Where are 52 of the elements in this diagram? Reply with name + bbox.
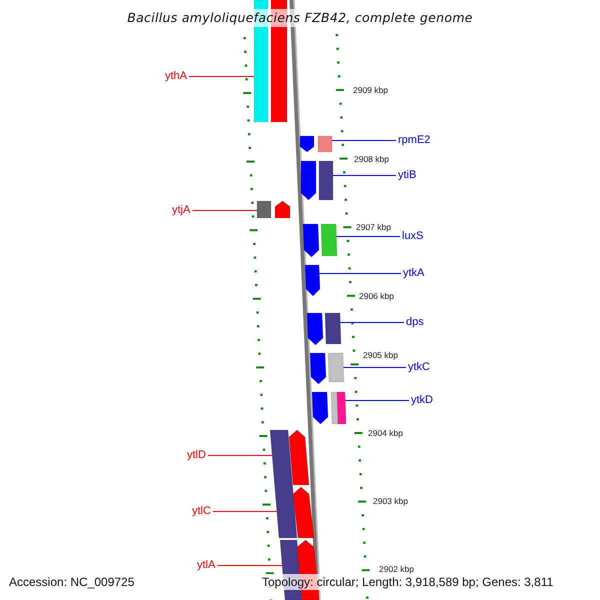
- leader-line: [207, 455, 273, 456]
- position-label: 2906 kbp: [359, 291, 394, 301]
- accession-text: Accession: NC_009725: [9, 574, 134, 590]
- gene-block: [328, 352, 344, 382]
- leader-line: [318, 273, 402, 274]
- gene-label: luxS: [402, 230, 424, 243]
- position-label: 2902 kbp: [379, 564, 414, 574]
- gene-block-pointed: [312, 392, 328, 424]
- gene-label: ytkD: [411, 394, 433, 407]
- gene-label: ytjA: [172, 204, 190, 217]
- leader-line: [216, 565, 283, 566]
- leader-line: [344, 400, 410, 401]
- gene-label: dps: [406, 316, 424, 329]
- gene-label: ytkA: [403, 267, 424, 280]
- leader-line: [332, 140, 396, 141]
- gene-block-pointed: [274, 200, 290, 218]
- gene-label: ytlC: [192, 505, 211, 518]
- leader-line: [212, 511, 278, 512]
- position-label: 2907 kbp: [356, 222, 391, 232]
- gene-block-pointed: [306, 312, 324, 346]
- gene-block-pointed: [310, 352, 326, 384]
- gene-block-pointed: [288, 430, 310, 486]
- gene-label: rpmE2: [398, 134, 430, 147]
- leader-line: [188, 76, 254, 77]
- gene-block-pointed: [302, 224, 320, 258]
- gene-block-pointed: [300, 160, 316, 200]
- gene-block: [336, 392, 346, 424]
- gene-label: ytlA: [197, 559, 216, 572]
- gene-block: [320, 224, 338, 256]
- gene-label: ytkC: [408, 361, 430, 374]
- position-label: 2903 kbp: [373, 496, 408, 506]
- position-label: 2905 kbp: [363, 350, 398, 360]
- position-label: 2904 kbp: [368, 428, 403, 438]
- gene-block: [324, 312, 342, 344]
- leader-line: [192, 210, 258, 211]
- position-label: 2908 kbp: [354, 154, 389, 164]
- leader-line: [332, 175, 396, 176]
- gene-block: [256, 200, 272, 218]
- gene-label: ytlD: [187, 449, 206, 462]
- gene-label: ythA: [165, 70, 188, 83]
- leader-line: [336, 236, 400, 237]
- leader-line: [343, 367, 406, 368]
- gene-block: [318, 136, 332, 152]
- gene-block: [318, 160, 334, 200]
- position-label: 2909 kbp: [353, 85, 388, 95]
- gene-block-pointed: [300, 136, 314, 152]
- genome-summary: Topology: circular; Length: 3,918,589 bp; Genes: 3,811: [262, 574, 554, 590]
- gene-block-pointed: [292, 486, 314, 538]
- gene-block: [330, 392, 338, 424]
- gene-label: ytiB: [398, 169, 416, 182]
- gene-block-pointed: [304, 264, 320, 296]
- leader-line: [340, 322, 404, 323]
